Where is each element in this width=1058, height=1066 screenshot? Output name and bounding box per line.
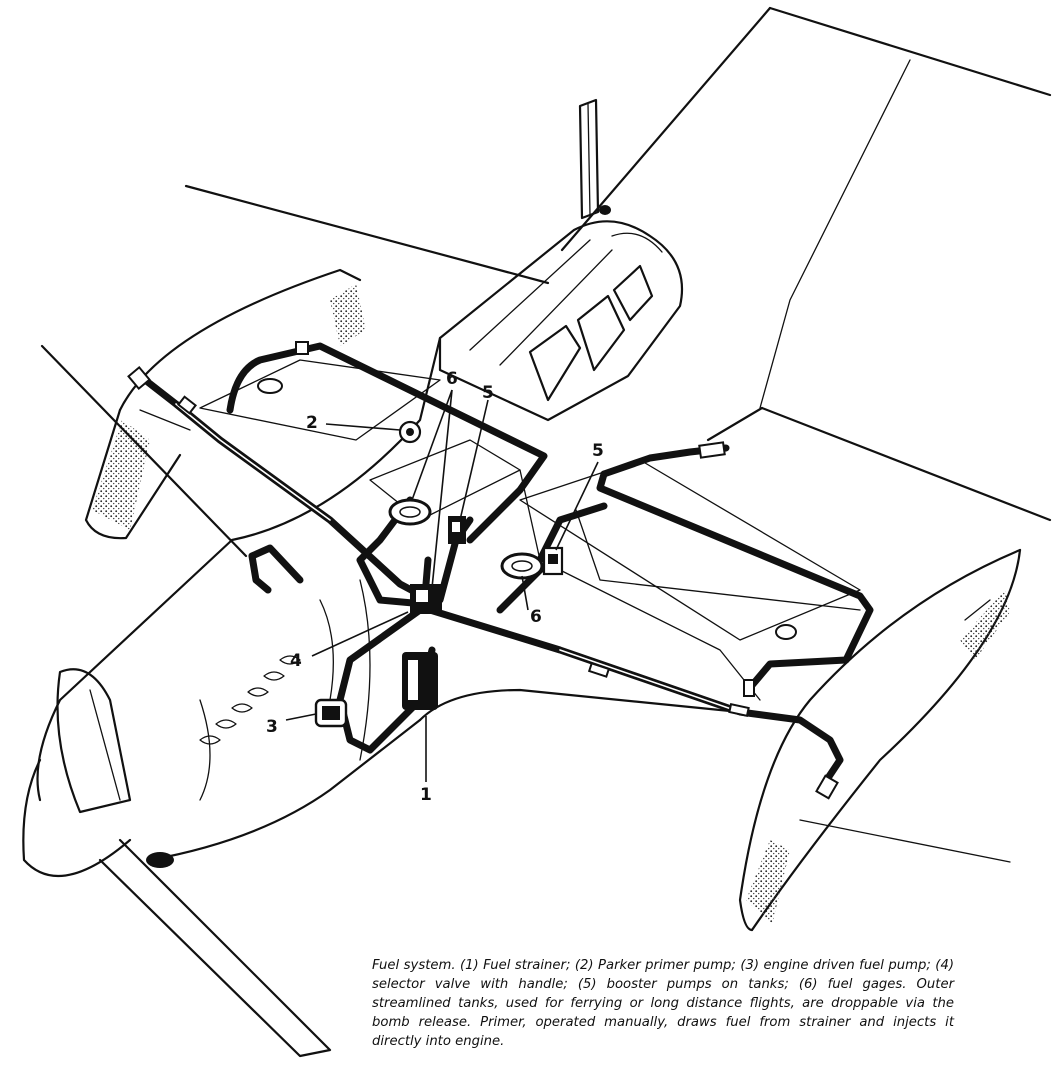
- primer-pump: [398, 420, 422, 444]
- canopy: [438, 220, 684, 422]
- antenna-mast: [578, 98, 611, 220]
- fuel-gage-left: [388, 498, 432, 526]
- callout-5-right: 5: [592, 441, 604, 461]
- fuel-gage-right: [500, 552, 544, 580]
- callout-2: 2: [306, 413, 318, 433]
- callout-6-left: 6: [446, 369, 458, 389]
- leader-lines: [285, 389, 599, 782]
- callout-5-left: 5: [482, 383, 494, 403]
- right-drop-tank: [738, 548, 1022, 932]
- wing-tanks: [199, 359, 861, 701]
- engine-driven-fuel-pump: [314, 698, 348, 728]
- exhaust-stacks: [199, 655, 301, 745]
- callout-3: 3: [266, 717, 278, 737]
- left-drop-tank: [84, 268, 366, 540]
- tank-filler-caps: [257, 378, 797, 640]
- callout-6-right: 6: [530, 607, 542, 627]
- callout-labels: 1 2 3 4 5 5 6 6: [266, 369, 604, 805]
- booster-pump-right: [542, 546, 564, 576]
- selector-valve: [410, 556, 442, 614]
- callout-1: 1: [420, 785, 432, 805]
- callout-4: 4: [290, 651, 302, 671]
- fuel-strainer: [402, 652, 438, 710]
- propeller: [22, 668, 332, 1058]
- wing-leading-edge: [40, 344, 248, 558]
- booster-pump-left: [448, 516, 466, 544]
- upper-wing: [184, 6, 1052, 522]
- pipe-fittings: [127, 341, 839, 800]
- figure-caption: Fuel system. (1) Fuel strainer; (2) Park…: [372, 958, 954, 1049]
